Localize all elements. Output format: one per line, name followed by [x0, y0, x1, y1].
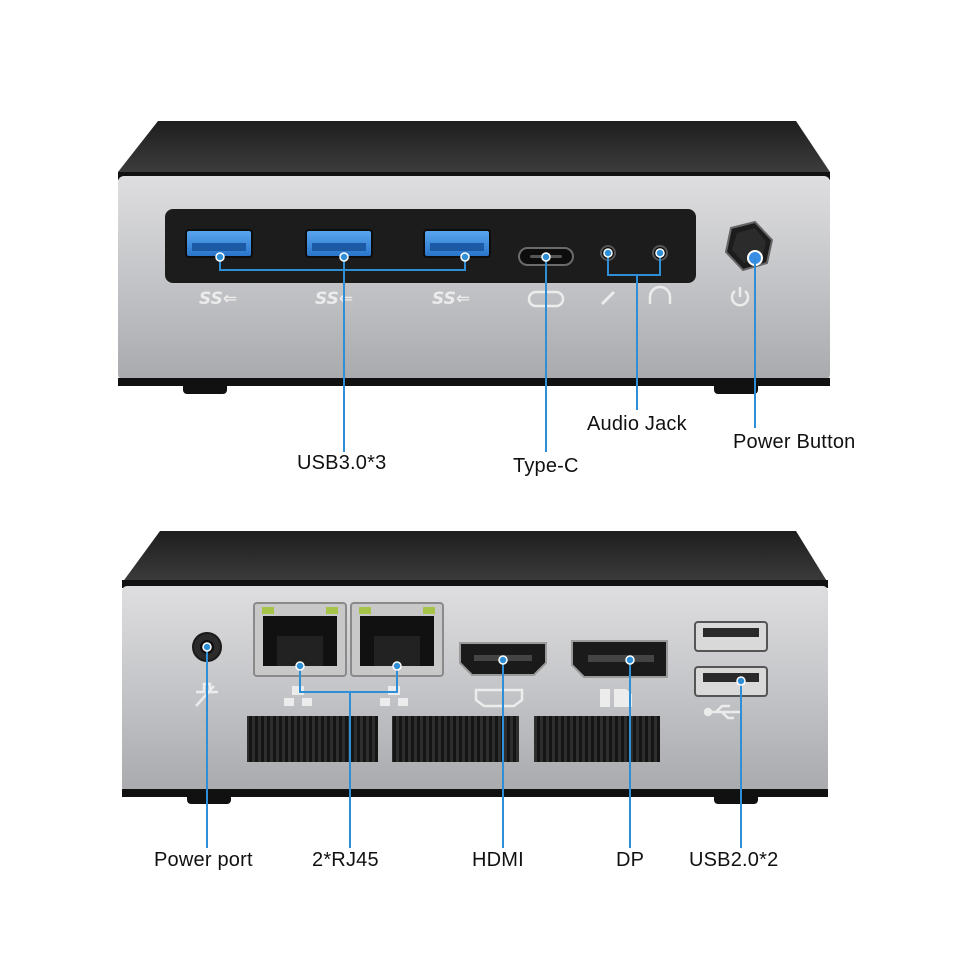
- label-power-port: Power port: [154, 849, 253, 871]
- callout-power-port: [202, 642, 212, 848]
- lan-icon-2: [380, 686, 408, 706]
- usb3-port-2: [305, 229, 373, 258]
- label-typec: Type-C: [513, 455, 579, 477]
- callout-audio: [603, 248, 665, 410]
- callout-usb2: [736, 676, 746, 848]
- dp-port: [571, 640, 668, 678]
- label-usb3: USB3.0*3: [297, 452, 387, 474]
- usb3-logo-2: SS⇐: [315, 289, 353, 309]
- power-icon: [730, 287, 750, 307]
- rear-top-lid: [122, 531, 828, 583]
- label-hdmi: HDMI: [472, 849, 524, 871]
- front-top-lid: [118, 121, 830, 172]
- front-foot-right: [714, 382, 758, 394]
- dp-icon: [600, 689, 632, 707]
- usb2-port-2: [694, 666, 768, 697]
- front-chassis: [118, 121, 830, 394]
- rear-foot-left: [187, 792, 231, 804]
- hdmi-icon: [474, 688, 524, 708]
- mic-icon: [600, 290, 616, 306]
- vent-middle: [392, 716, 519, 762]
- rj45-port-2: [350, 602, 444, 677]
- callout-typec: [541, 252, 551, 452]
- callout-lines: [202, 248, 756, 848]
- callout-rj45: [295, 661, 402, 848]
- label-dp: DP: [616, 849, 645, 871]
- usb-icon: [703, 704, 740, 720]
- usb2-port-1: [694, 621, 768, 652]
- label-audio-jack: Audio Jack: [587, 413, 687, 435]
- callout-usb3: [215, 252, 470, 452]
- callout-dp: [625, 655, 635, 848]
- lan-icon-1: [284, 686, 312, 706]
- usb3-logo-3: SS⇐: [432, 289, 470, 309]
- usb3-logo-1: SS⇐: [199, 289, 237, 309]
- label-usb2: USB2.0*2: [689, 849, 779, 871]
- vent-right: [534, 716, 660, 762]
- callout-hdmi: [498, 655, 508, 848]
- front-foot-left: [183, 382, 227, 394]
- label-power-button: Power Button: [733, 431, 856, 453]
- vent-left: [247, 716, 378, 762]
- rj45-port-1: [253, 602, 347, 677]
- rear-chassis: [122, 531, 828, 804]
- rear-port-icons: [195, 682, 740, 720]
- label-rj45: 2*RJ45: [312, 849, 379, 871]
- usb3-port-3: [423, 229, 491, 258]
- rear-foot-right: [714, 792, 758, 804]
- headphone-icon: [648, 285, 672, 304]
